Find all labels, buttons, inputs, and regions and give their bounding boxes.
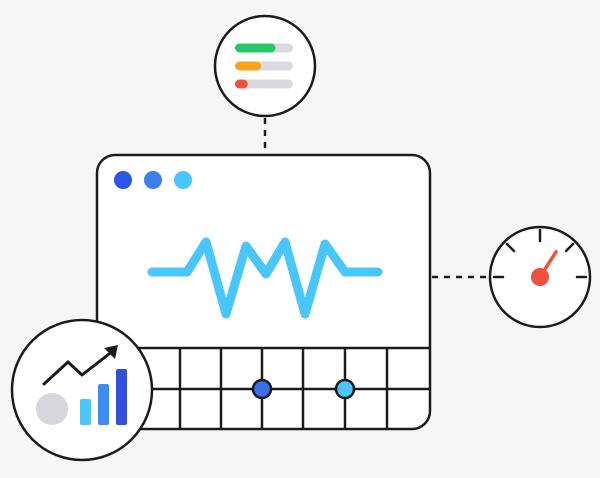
speedometer-icon bbox=[488, 225, 592, 329]
trend-line bbox=[42, 352, 111, 386]
grid-node-cyan bbox=[334, 378, 356, 400]
progress-track-red bbox=[235, 79, 293, 89]
grid-node-blue bbox=[251, 378, 273, 400]
trend-bar-2 bbox=[98, 384, 109, 425]
pulse-wave bbox=[147, 237, 383, 319]
progress-fill-red bbox=[235, 79, 248, 89]
window-dot-2 bbox=[144, 171, 162, 189]
trend-arrow-head bbox=[104, 345, 118, 359]
gauge-hub bbox=[531, 268, 549, 286]
progress-fill-green bbox=[235, 43, 276, 53]
gray-dot bbox=[36, 393, 68, 425]
progress-fill-orange bbox=[235, 61, 262, 71]
progress-bars-icon bbox=[213, 14, 317, 118]
window-dot-3 bbox=[174, 171, 192, 189]
browser-window-icon bbox=[95, 153, 432, 431]
window-dot-1 bbox=[114, 171, 132, 189]
growth-chart-icon bbox=[10, 318, 154, 462]
trend-bar-1 bbox=[80, 399, 91, 425]
trend-bar-3 bbox=[116, 369, 127, 425]
